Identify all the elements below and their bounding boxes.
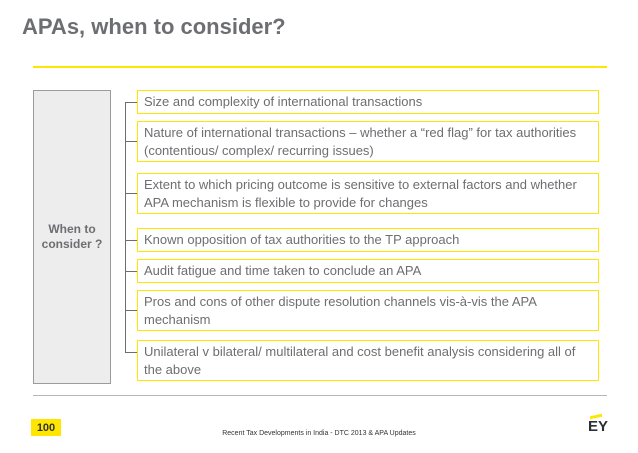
consideration-item: Known opposition of tax authorities to t…: [137, 228, 599, 252]
consideration-item: Size and complexity of international tra…: [137, 90, 599, 114]
footer-rule: [33, 395, 607, 396]
when-to-consider-box: When to consider ?: [33, 90, 111, 384]
ey-logo: EY: [588, 418, 609, 435]
connector-tick: [125, 352, 137, 353]
when-to-consider-label: When to consider ?: [41, 222, 103, 251]
consideration-item: Extent to which pricing outcome is sensi…: [137, 173, 599, 214]
consideration-item: Audit fatigue and time taken to conclude…: [137, 259, 599, 283]
connector-tick: [125, 240, 137, 241]
footer-text: Recent Tax Developments in India - DTC 2…: [222, 430, 416, 437]
connector-tick: [125, 102, 137, 103]
connector-line: [125, 102, 126, 352]
slide-title: APAs, when to consider?: [22, 14, 286, 39]
consideration-item: Nature of international transactions – w…: [137, 121, 599, 162]
connector-tick: [125, 271, 137, 272]
connector-tick: [125, 310, 137, 311]
title-rule: [33, 66, 607, 68]
badge-100-logo: 100: [31, 419, 61, 436]
connector-tick: [125, 141, 137, 142]
consideration-item: Unilateral v bilateral/ multilateral and…: [137, 340, 599, 381]
consideration-item: Pros and cons of other dispute resolutio…: [137, 290, 599, 331]
connector-tick: [125, 193, 137, 194]
